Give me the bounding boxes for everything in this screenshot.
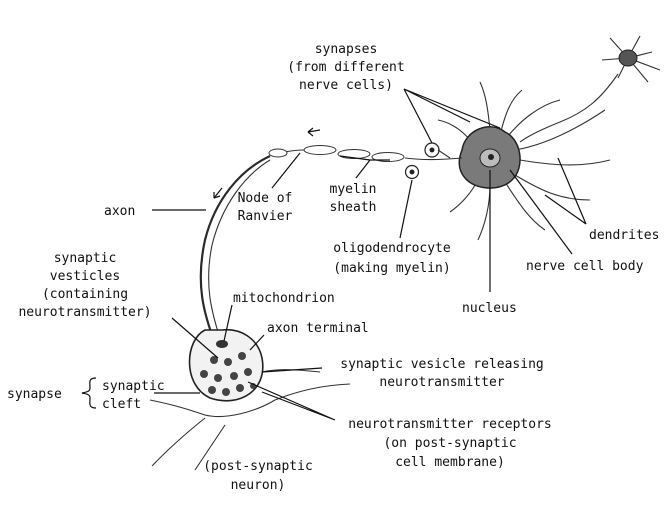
label-nerve-cell-body: nerve cell body [526,259,644,274]
label-synapses-from-different: synapses (from different nerve cells) [287,42,404,93]
label-node-of-ranvier: Node of Ranvier [238,191,293,224]
label-oligodendrocyte: oligodendrocyte (making myelin) [333,241,451,276]
svg-text:(post-synaptic: (post-synaptic [203,459,313,474]
svg-text:cell membrane): cell membrane) [395,455,505,470]
svg-text:sheath: sheath [330,200,377,215]
label-synapse: synapse [7,387,62,402]
label-axon: axon [104,204,135,219]
svg-text:Ranvier: Ranvier [238,209,293,224]
distant-nerve-cell [520,36,660,142]
svg-text:synaptic vesicle releasing: synaptic vesicle releasing [340,357,544,372]
label-synaptic-cleft: synaptic cleft [102,379,165,412]
label-myelin-sheath: myelin sheath [330,182,377,215]
svg-text:synapses: synapses [315,42,378,57]
svg-text:neuron): neuron) [231,478,286,493]
label-mitochondrion: mitochondrion [233,291,335,306]
svg-text:(on post-synaptic: (on post-synaptic [383,436,516,451]
label-nucleus: nucleus [462,301,517,316]
svg-text:nerve cells): nerve cells) [299,78,393,93]
svg-text:synaptic: synaptic [102,379,165,394]
svg-text:neurotransmitter): neurotransmitter) [18,305,151,320]
label-neurotransmitter-receptors: neurotransmitter receptors (on post-syna… [348,417,552,470]
svg-text:vesticles: vesticles [50,269,120,284]
svg-text:cleft: cleft [102,397,141,412]
label-post-synaptic-neuron: (post-synaptic neuron) [203,459,313,493]
axon-terminal-artwork [189,330,262,401]
label-axon-terminal: axon terminal [267,321,369,336]
svg-text:(containing: (containing [42,287,128,302]
myelin-segments [304,146,404,162]
svg-text:(making myelin): (making myelin) [333,261,450,276]
svg-text:Node of: Node of [238,191,293,206]
label-synaptic-vesticles: synaptic vesticles (containing neurotran… [18,251,151,320]
label-vesicle-releasing: synaptic vesicle releasing neurotransmit… [340,357,544,390]
svg-text:oligodendrocyte: oligodendrocyte [333,241,451,256]
svg-text:neurotransmitter: neurotransmitter [379,375,504,390]
svg-text:myelin: myelin [330,182,377,197]
svg-text:synaptic: synaptic [54,251,117,266]
svg-text:neurotransmitter receptors: neurotransmitter receptors [348,417,552,432]
svg-text:(from different: (from different [287,60,404,75]
label-dendrites: dendrites [589,228,659,243]
